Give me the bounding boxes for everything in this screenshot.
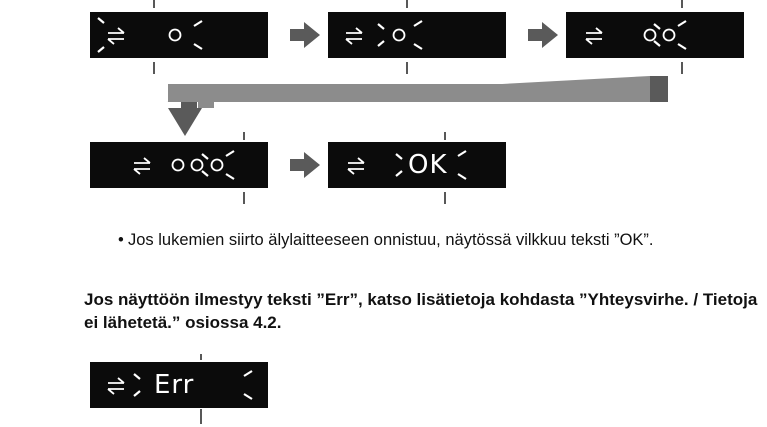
display-step-3: [566, 12, 744, 58]
sync-arrows-icon: [347, 157, 365, 175]
right-arrow-icon: [290, 22, 320, 48]
circle-icon: [168, 28, 182, 42]
blink-rays-icon: [201, 150, 235, 180]
blink-rays-icon: [133, 370, 253, 400]
circle-icon: [171, 158, 185, 172]
sync-arrows-icon: [345, 27, 363, 45]
sync-arrows-icon: [133, 157, 151, 175]
display-step-4-graphic: [133, 150, 235, 180]
right-arrow-icon: [528, 22, 558, 48]
success-note: • Jos lukemien siirto älylaitteeseen onn…: [118, 230, 758, 251]
display-err: Err: [90, 362, 268, 408]
display-step-3-graphic: [585, 20, 687, 50]
display-step-1: [90, 12, 268, 58]
error-instruction: Jos näyttöön ilmestyy teksti ”Err”, kats…: [84, 290, 758, 332]
display-ok-text: OK: [408, 150, 448, 180]
blink-rays-icon: [97, 17, 203, 53]
sync-arrows-icon: [107, 27, 125, 45]
display-step-2-graphic: [345, 20, 423, 50]
blink-rays-icon: [653, 20, 687, 50]
circle-icon: [392, 28, 406, 42]
display-err-graphic: [107, 370, 253, 400]
blink-rays-icon: [377, 20, 423, 50]
circle-icon: [643, 28, 657, 42]
sync-arrows-icon: [107, 377, 125, 395]
display-ok: OK: [328, 142, 506, 188]
blink-rays-icon: [395, 150, 467, 180]
sync-arrows-icon: [585, 27, 603, 45]
flow-connector-arrow: [166, 76, 668, 136]
display-step-1-graphic: [97, 17, 203, 53]
note-bullet: •: [118, 231, 124, 249]
circle-icon: [662, 28, 676, 42]
display-ok-graphic: [347, 150, 467, 180]
circle-icon: [190, 158, 204, 172]
circle-icon: [210, 158, 224, 172]
note-text: Jos lukemien siirto älylaitteeseen onnis…: [128, 231, 654, 249]
right-arrow-icon: [290, 152, 320, 178]
display-step-4: [90, 142, 268, 188]
display-err-text: Err: [154, 370, 195, 400]
display-step-2: [328, 12, 506, 58]
